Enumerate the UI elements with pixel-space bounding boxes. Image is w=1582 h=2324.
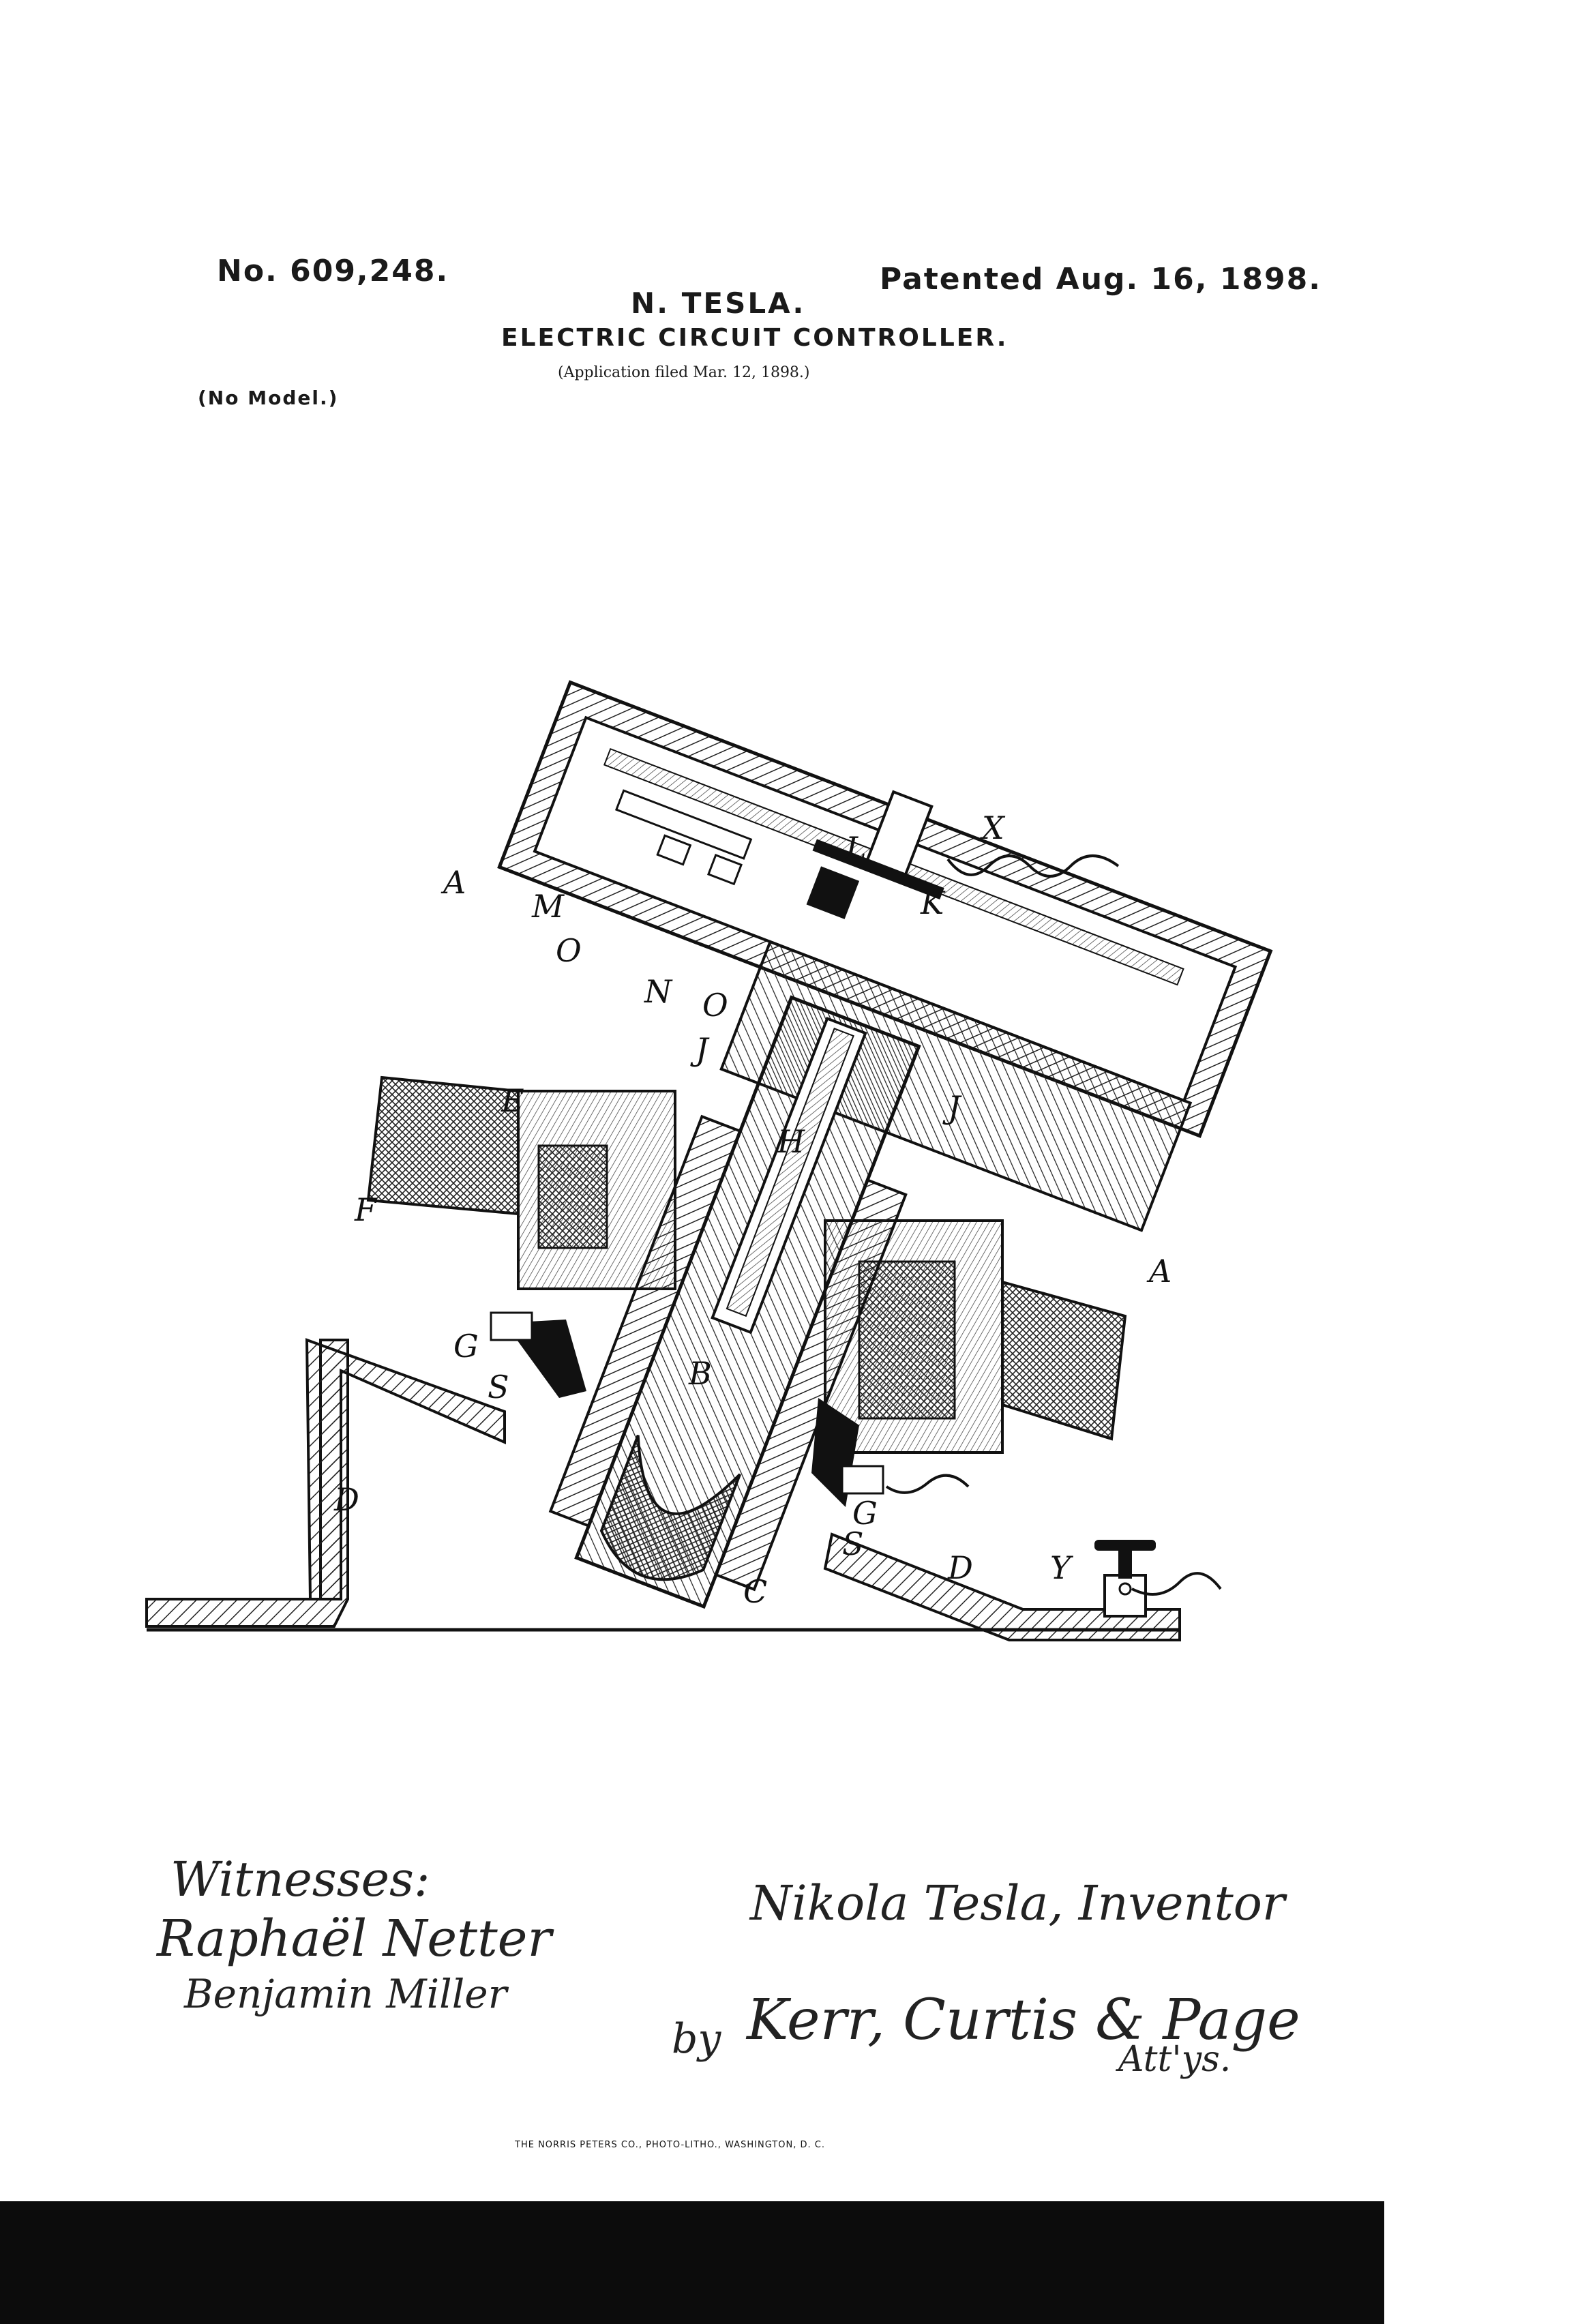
- scan-edge-blank: [1384, 2201, 1582, 2324]
- label-g-2: G: [852, 1495, 878, 1532]
- inventor-name: N. TESLA.: [631, 286, 806, 320]
- wire-g: [885, 1474, 970, 1494]
- label-a: A: [441, 864, 466, 901]
- label-l: L: [845, 830, 867, 867]
- label-k: K: [920, 884, 946, 921]
- label-x: X: [980, 809, 1006, 846]
- label-d: D: [333, 1481, 359, 1518]
- label-h: H: [777, 1123, 805, 1160]
- witness-signature-1: Raphaël Netter: [157, 1909, 552, 1968]
- by-label: by: [672, 2015, 721, 2063]
- label-c: C: [743, 1573, 767, 1610]
- binding-post: [1094, 1540, 1156, 1618]
- patent-title: ELECTRIC CIRCUIT CONTROLLER.: [501, 324, 1009, 352]
- label-d-2: D: [947, 1549, 973, 1586]
- central-shaft: [548, 995, 921, 1609]
- patent-number: No. 609,248.: [217, 254, 449, 288]
- model-note: (No Model.): [198, 387, 339, 409]
- base-plate: [145, 1338, 1181, 1641]
- printer-credit: THE NORRIS PETERS CO., PHOTO-LITHO., WAS…: [515, 2140, 825, 2150]
- witness-signature-2: Benjamin Miller: [184, 1971, 507, 2017]
- label-g: G: [453, 1328, 479, 1365]
- label-m: M: [531, 888, 565, 925]
- label-e: E: [501, 1082, 524, 1119]
- label-y: Y: [1050, 1549, 1074, 1586]
- label-o: O: [556, 932, 582, 969]
- label-s-2: S: [842, 1525, 864, 1562]
- magnet-left: [366, 1075, 676, 1290]
- label-b: B: [688, 1355, 712, 1392]
- wire-x: [946, 854, 1120, 878]
- label-n: N: [644, 973, 673, 1010]
- label-f: F: [354, 1191, 378, 1228]
- label-j: J: [690, 1031, 710, 1068]
- label-s: S: [488, 1369, 509, 1405]
- brush-left: [490, 1311, 586, 1398]
- attorneys-signature: Kerr, Curtis & Page: [747, 1988, 1300, 2053]
- witnesses-label: Witnesses:: [170, 1851, 430, 1907]
- inventor-signature: Nikola Tesla, Inventor: [750, 1875, 1285, 1931]
- application-filed: (Application filed Mar. 12, 1898.): [558, 364, 810, 381]
- outer-case: [497, 680, 1273, 1232]
- label-o-2: O: [702, 987, 728, 1024]
- wire-y: [1131, 1572, 1222, 1596]
- scan-edge-band: [0, 2201, 1384, 2324]
- patented-date: Patented Aug. 16, 1898.: [880, 262, 1322, 297]
- brush-right: [811, 1398, 884, 1507]
- attys-label: Att'ys.: [1118, 2039, 1232, 2080]
- label-a-2: A: [1146, 1253, 1171, 1290]
